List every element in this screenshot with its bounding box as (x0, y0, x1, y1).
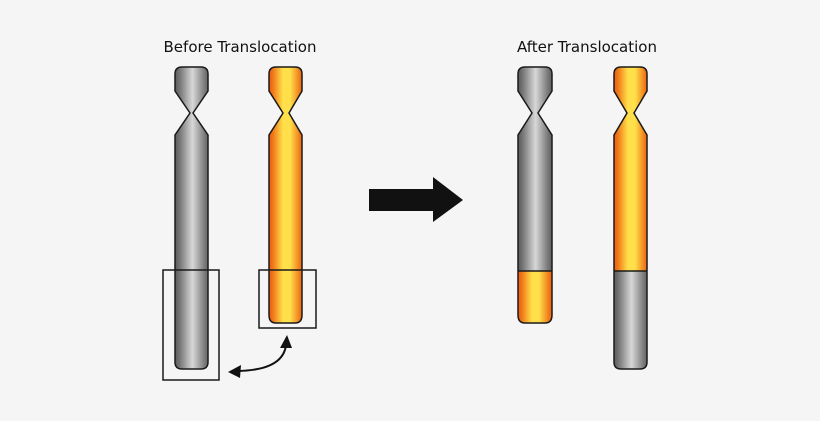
curved-double-arrow-icon (228, 335, 292, 378)
segment-box-orange (258, 269, 317, 329)
after-translocation-heading: After Translocation (517, 38, 657, 56)
chromosome-before-gray (174, 66, 209, 370)
chromosome-after-gray-top (517, 66, 553, 324)
chromosome-before-orange (268, 66, 303, 324)
chromosome-after-orange-top (613, 66, 648, 370)
before-translocation-heading: Before Translocation (163, 38, 317, 56)
segment-box-gray (162, 269, 220, 381)
right-arrow-icon (369, 177, 463, 222)
